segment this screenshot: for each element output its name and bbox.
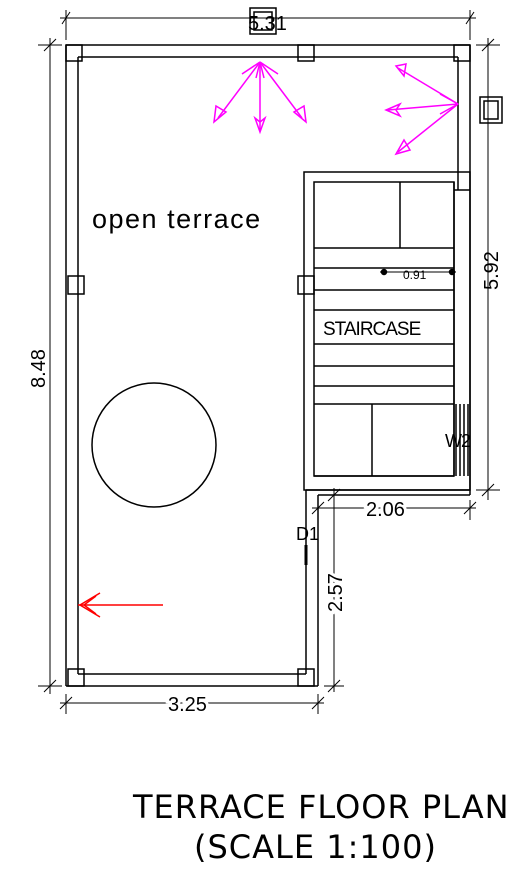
- column: [67, 275, 85, 295]
- water-tank: [91, 382, 217, 508]
- column: [453, 44, 471, 62]
- column: [67, 668, 85, 687]
- plan-title: TERRACE FLOOR PLAN: [132, 788, 510, 826]
- plan-scale: (SCALE 1:100): [194, 828, 437, 866]
- stair-width-label: 0.91: [403, 268, 427, 282]
- side-symbol: [479, 96, 503, 124]
- door-label: D1: [296, 524, 319, 544]
- column: [297, 668, 315, 687]
- dim-top-label: 5.31: [248, 13, 287, 35]
- open-terrace-label: open terrace: [92, 204, 262, 234]
- window-label: W2: [445, 431, 471, 451]
- column: [297, 275, 315, 295]
- dim-bottom-label: 3.25: [168, 694, 207, 716]
- staircase-label: STAIRCASE: [323, 319, 421, 340]
- stair-width-marker: [380, 268, 456, 276]
- entry-arrow: [78, 592, 163, 618]
- dim-stair-bottom-label: 2.06: [366, 499, 405, 521]
- window-w2: [455, 404, 469, 476]
- top-symbol: [249, 7, 277, 35]
- dimension-lines: [38, 10, 500, 714]
- dim-left-label: 8.48: [28, 349, 50, 388]
- staircase-block: [303, 171, 471, 491]
- column: [297, 44, 315, 62]
- dim-right-label: 5.92: [481, 251, 503, 290]
- wind-arrows-right: [384, 63, 459, 156]
- columns: [65, 44, 471, 687]
- column: [65, 44, 83, 62]
- wind-arrows-top: [213, 61, 307, 135]
- dim-door-side-label: 2.57: [325, 573, 347, 612]
